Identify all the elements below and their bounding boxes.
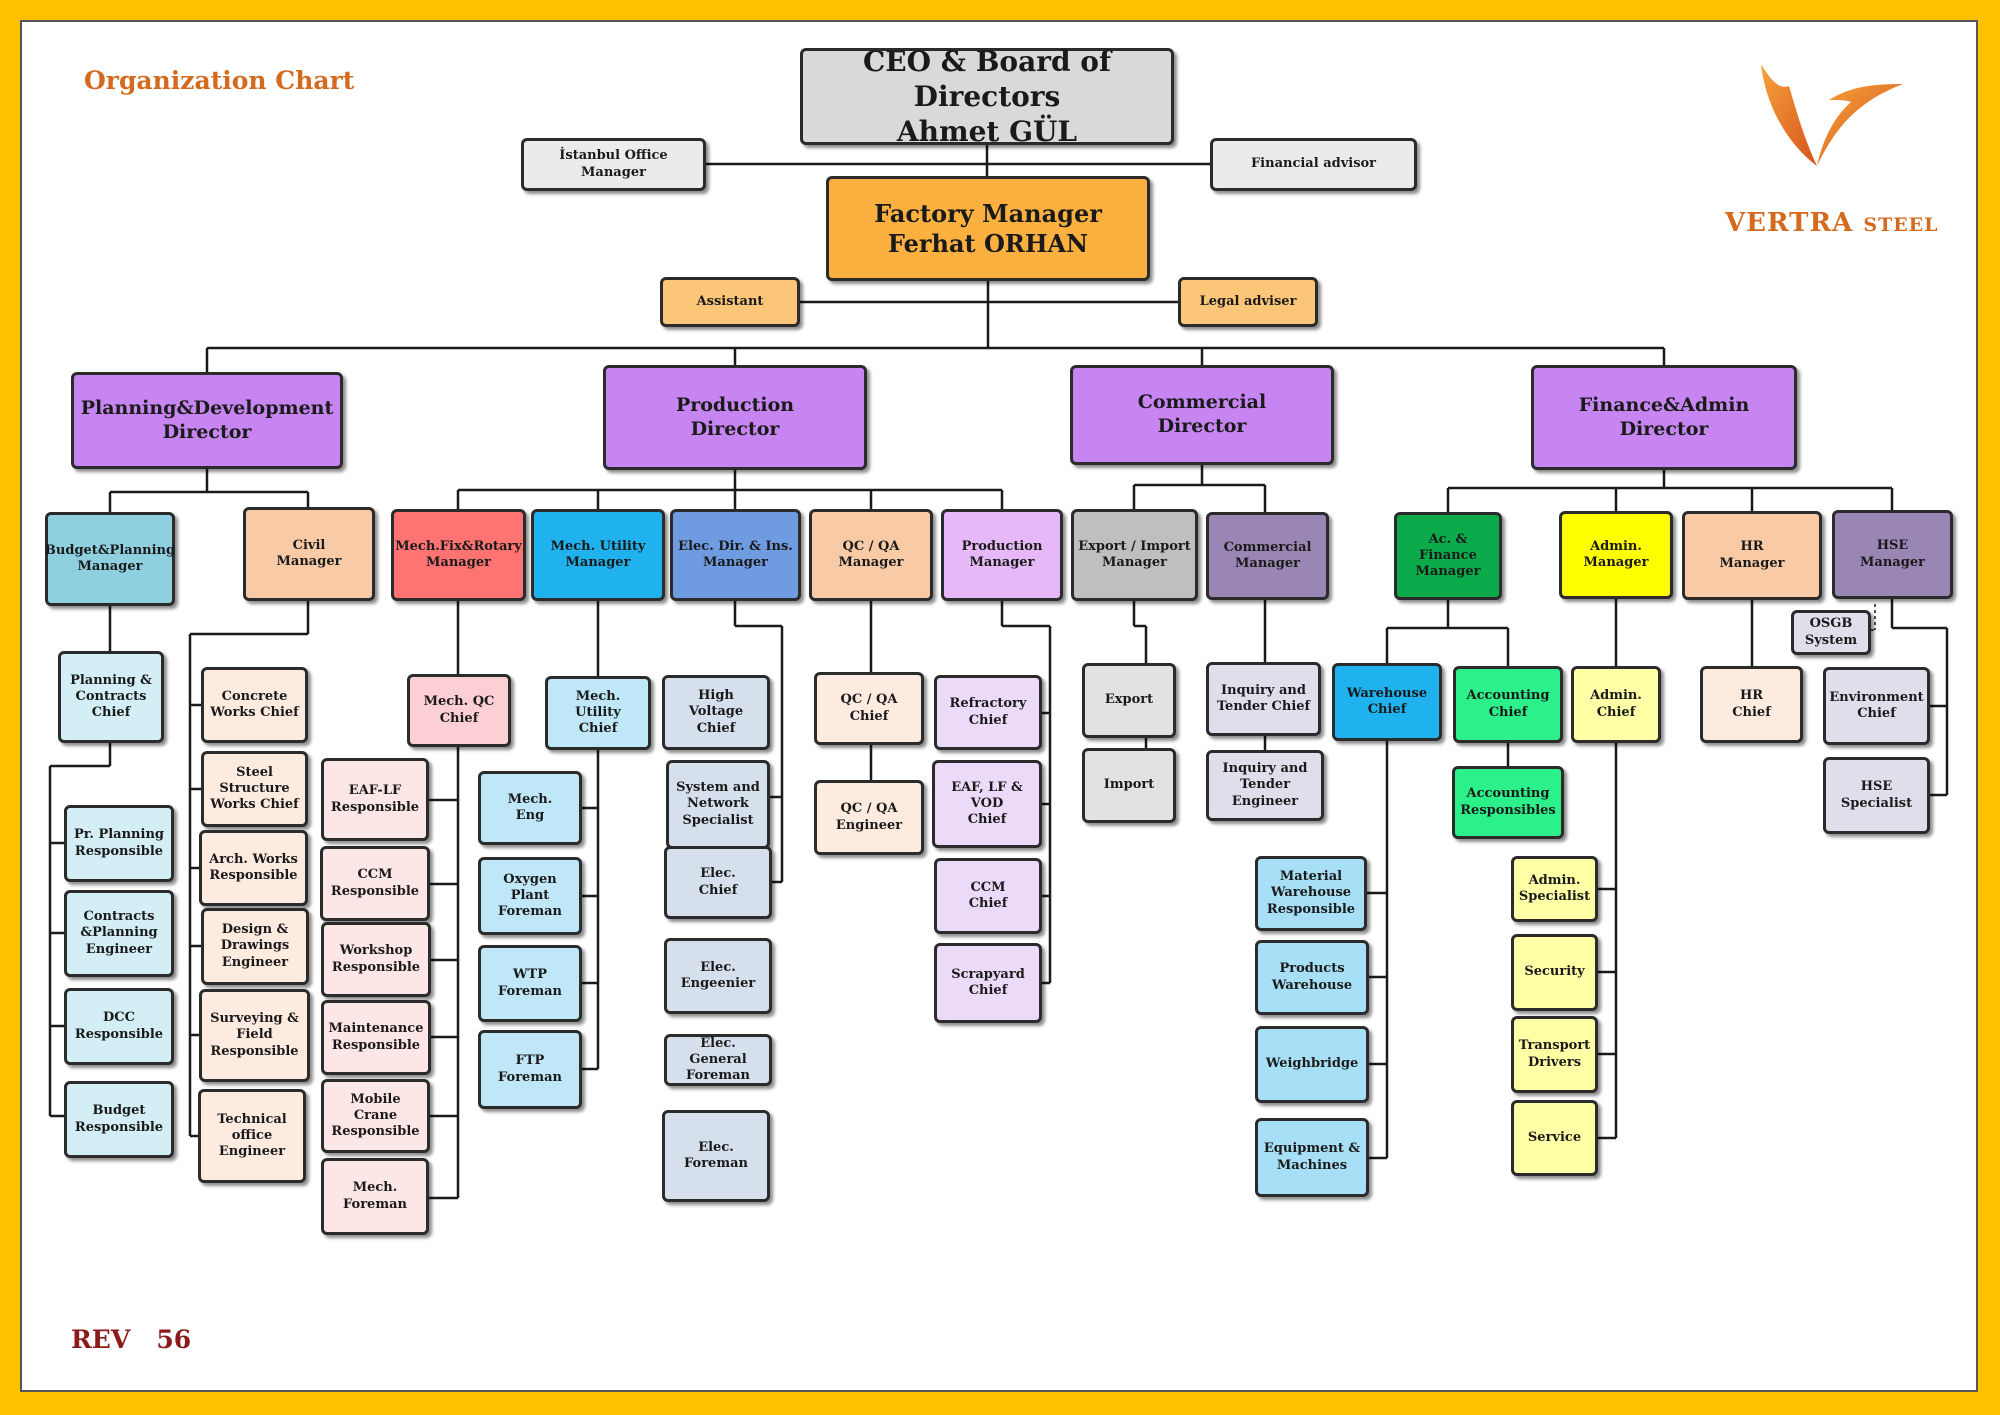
org-node-financial: Financial advisor: [1210, 138, 1417, 191]
org-node-itc: Inquiry and Tender Chief: [1206, 662, 1321, 736]
org-node-mcr: Mobile Crane Responsible: [321, 1079, 430, 1153]
org-node-dde: Design & Drawings Engineer: [201, 908, 309, 985]
org-node-bpm: Budget&Planning Manager: [45, 512, 175, 606]
org-node-ppc: Planning & Contracts Chief: [58, 651, 164, 743]
brand-name: VERTRA STEEL: [1725, 208, 1939, 238]
org-node-exp: Export: [1082, 663, 1176, 738]
org-node-mwr: Material Warehouse Responsible: [1255, 856, 1367, 931]
org-node-osg: OSGB System: [1791, 610, 1871, 655]
org-node-hrc: HR Chief: [1700, 666, 1803, 743]
org-node-ele: Elec. Engeenier: [664, 938, 772, 1014]
org-node-assistant: Assistant: [660, 277, 800, 327]
org-node-eqm: Equipment & Machines: [1255, 1118, 1369, 1197]
org-node-muc: Mech. Utility Chief: [545, 676, 651, 750]
org-node-whc: Warehouse Chief: [1332, 663, 1442, 741]
org-node-dcc: DCC Responsible: [64, 988, 174, 1065]
org-node-acr: Accounting Responsibles: [1452, 766, 1564, 839]
org-node-mqc: Mech. QC Chief: [407, 674, 511, 747]
org-node-sns: System and Network Specialist: [666, 760, 770, 849]
org-node-adm: Admin. Manager: [1559, 511, 1673, 599]
org-node-wsr: Workshop Responsible: [321, 922, 431, 997]
org-node-sfr: Surveying & Field Responsible: [199, 989, 310, 1082]
org-node-env: Environment Chief: [1823, 667, 1930, 745]
org-node-pdd: Planning&Development Director: [71, 372, 343, 469]
org-node-wtp: WTP Foreman: [478, 945, 582, 1022]
org-node-factory: Factory Manager Ferhat ORHAN: [826, 176, 1150, 281]
org-node-hss: HSE Specialist: [1823, 757, 1930, 834]
org-node-mtr: Maintenance Responsible: [321, 1000, 431, 1075]
org-node-arw: Arch. Works Responsible: [199, 830, 308, 906]
org-node-ccc: CCM Chief: [934, 858, 1042, 934]
org-node-hrm: HR Manager: [1682, 511, 1822, 600]
org-node-meng: Mech. Eng: [478, 771, 582, 845]
org-node-ccmr: CCM Responsible: [320, 846, 430, 921]
org-node-mfm: Mech. Foreman: [321, 1158, 429, 1235]
org-node-ads: Admin. Specialist: [1511, 856, 1598, 922]
org-node-ceo: CEO & Board of Directors Ahmet GÜL: [800, 45, 1174, 148]
org-node-ite: Inquiry and Tender Engineer: [1206, 750, 1324, 821]
org-node-wbr: Weighbridge: [1255, 1026, 1369, 1103]
org-node-cmd: Commercial Director: [1070, 365, 1334, 465]
org-node-edm: Elec. Dir. & Ins. Manager: [670, 509, 801, 601]
org-node-qac: QC / QA Chief: [814, 672, 924, 745]
org-node-sec: Security: [1511, 934, 1598, 1011]
org-node-toe: Technical office Engineer: [198, 1089, 306, 1183]
org-node-rfc: Refractory Chief: [934, 675, 1042, 750]
org-node-istanbul: İstanbul Office Manager: [521, 138, 706, 191]
org-node-imp: Import: [1082, 748, 1176, 823]
org-node-evc: EAF, LF & VOD Chief: [932, 760, 1042, 848]
org-node-pwh: Products Warehouse: [1255, 940, 1369, 1015]
org-node-cpe: Contracts &Planning Engineer: [64, 890, 174, 977]
org-node-qam: QC / QA Manager: [809, 509, 933, 601]
org-node-qae: QC / QA Engineer: [814, 780, 924, 855]
org-node-prr: Pr. Planning Responsible: [64, 805, 174, 882]
org-node-legal: Legal adviser: [1178, 277, 1318, 327]
revision-label: REV 56: [71, 1325, 192, 1354]
org-node-mum: Mech. Utility Manager: [531, 509, 665, 601]
org-node-hvc: High Voltage Chief: [662, 675, 770, 750]
org-node-civ: Civil Manager: [243, 507, 375, 601]
org-node-eaf: EAF-LF Responsible: [321, 758, 429, 841]
org-node-trd: Transport Drivers: [1511, 1016, 1598, 1093]
org-node-opf: Oxygen Plant Foreman: [478, 857, 582, 935]
org-node-hsm: HSE Manager: [1832, 510, 1953, 599]
org-node-elf: Elec. Foreman: [662, 1110, 770, 1202]
org-node-ssw: Steel Structure Works Chief: [201, 751, 308, 827]
org-node-bud: Budget Responsible: [64, 1081, 174, 1158]
org-node-prm: Production Manager: [941, 509, 1063, 601]
org-node-acm: Ac. & Finance Manager: [1394, 512, 1502, 600]
org-node-fad: Finance&Admin Director: [1531, 365, 1797, 470]
org-node-egf: Elec. General Foreman: [664, 1034, 772, 1086]
org-node-cwc: Concrete Works Chief: [201, 667, 308, 743]
org-node-com: Commercial Manager: [1206, 512, 1329, 600]
org-node-adc: Admin. Chief: [1571, 666, 1661, 743]
org-node-elc: Elec. Chief: [664, 846, 772, 919]
org-node-prd: Production Director: [603, 365, 867, 470]
org-node-acc: Accounting Chief: [1453, 666, 1563, 743]
org-node-mfr: Mech.Fix&Rotary Manager: [391, 509, 526, 601]
vertra-v-logo-icon: [1761, 64, 1903, 166]
org-node-spc: Scrapyard Chief: [934, 943, 1042, 1023]
org-node-eim: Export / Import Manager: [1071, 509, 1198, 601]
org-node-svc: Service: [1511, 1100, 1598, 1176]
org-node-ftp: FTP Foreman: [478, 1030, 582, 1109]
chart-title: Organization Chart: [84, 66, 355, 95]
